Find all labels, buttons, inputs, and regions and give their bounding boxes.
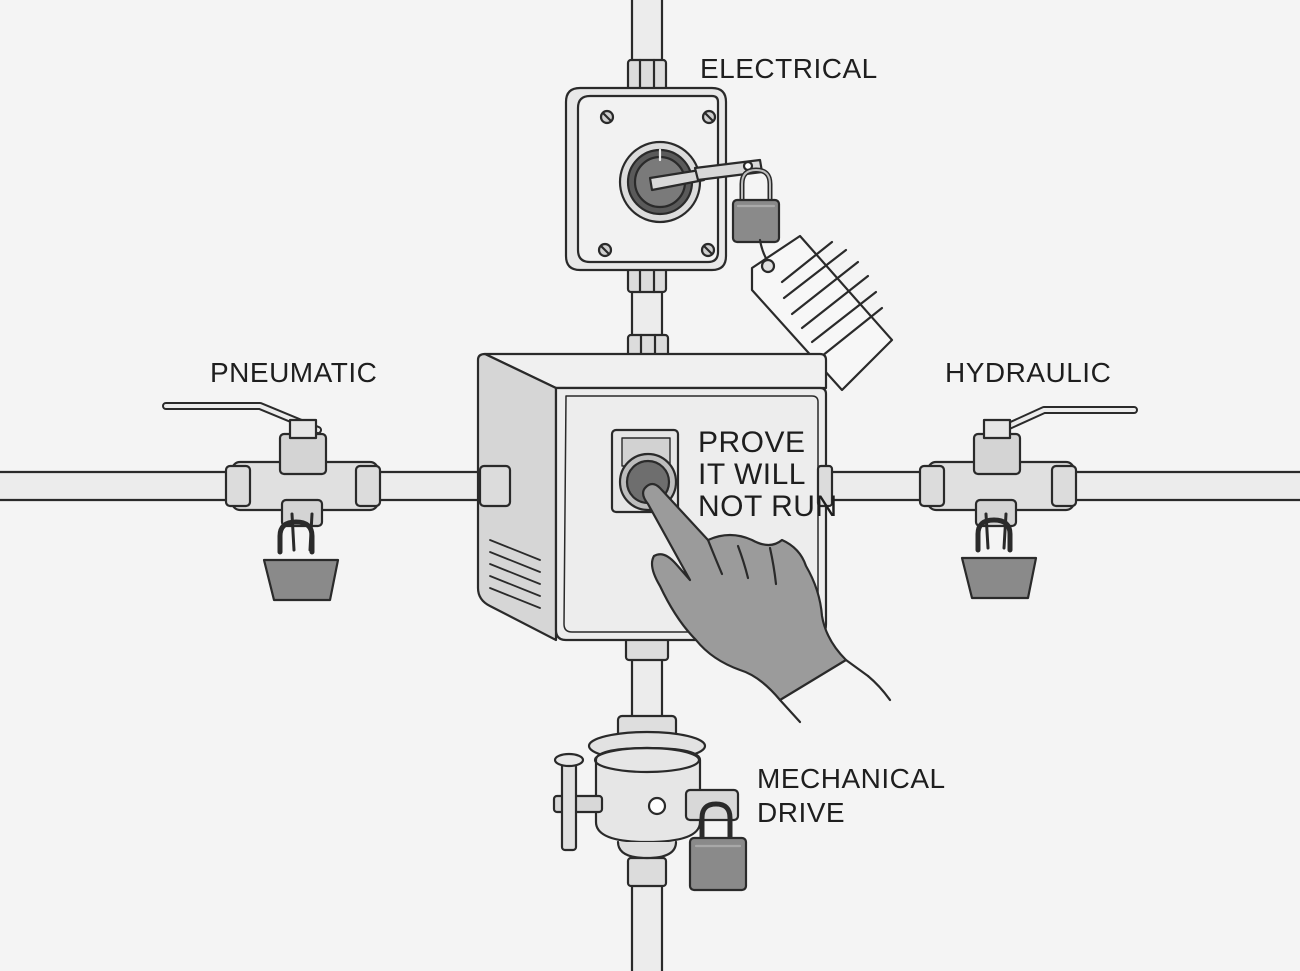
pneumatic-valve: [162, 401, 382, 602]
pneumatic-label: PNEUMATIC: [210, 357, 378, 388]
mechanical-label-line1: MECHANICAL: [757, 763, 946, 794]
prove-label-line1: PROVE: [698, 426, 806, 459]
hydraulic-valve: [918, 405, 1138, 600]
screw-icon: [597, 109, 717, 258]
lockout-tag-icon: [750, 234, 894, 392]
prove-label-line2: IT WILL: [698, 458, 806, 491]
ball-valve-icon: [918, 418, 1078, 550]
ball-valve-icon: [224, 418, 382, 552]
mechanical-label-line2: DRIVE: [757, 797, 846, 828]
mechanical-drive: [552, 714, 748, 892]
electrical-label: ELECTRICAL: [700, 53, 878, 84]
electrical-disconnect: [564, 86, 894, 392]
hydraulic-label: HYDRAULIC: [945, 357, 1112, 388]
padlock-icon: [688, 801, 748, 892]
gloved-hand-icon: [641, 482, 892, 724]
disconnect-switch-icon: [618, 140, 764, 224]
padlock-icon: [960, 517, 1038, 600]
vent-slots: [489, 539, 541, 609]
padlock-icon: [262, 519, 340, 602]
prove-label-line3: NOT RUN: [698, 490, 838, 523]
padlock-icon: [731, 167, 781, 244]
